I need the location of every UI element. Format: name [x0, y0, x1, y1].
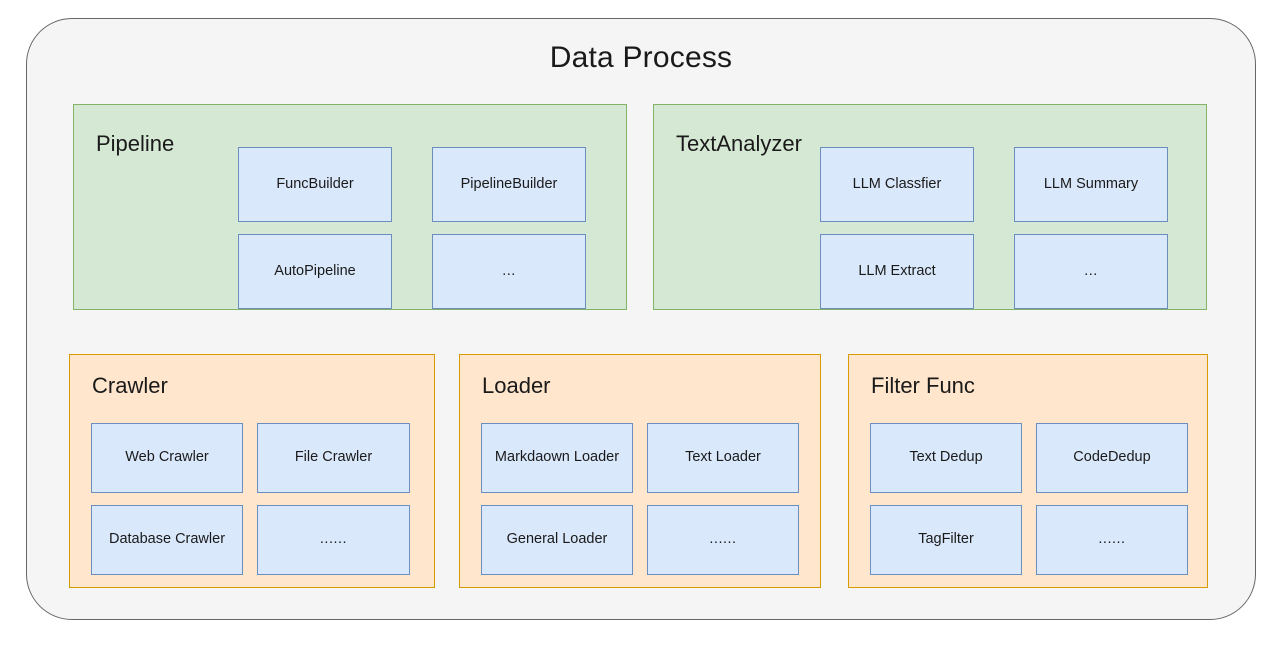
group-title-filter-func: Filter Func — [871, 373, 975, 398]
group-title-loader: Loader — [482, 373, 551, 398]
group-crawler: Crawler Web Crawler File Crawler Databas… — [69, 354, 435, 588]
node-llm-summary[interactable]: LLM Summary — [1014, 147, 1168, 222]
node-funcbuilder[interactable]: FuncBuilder — [238, 147, 392, 222]
node-textanalyzer-more[interactable]: ... — [1014, 234, 1168, 309]
node-loader-more[interactable]: ...... — [647, 505, 799, 575]
node-text-dedup[interactable]: Text Dedup — [870, 423, 1022, 493]
page-title: Data Process — [549, 41, 733, 74]
node-web-crawler[interactable]: Web Crawler — [91, 423, 243, 493]
node-tag-filter[interactable]: TagFilter — [870, 505, 1022, 575]
node-database-crawler[interactable]: Database Crawler — [91, 505, 243, 575]
group-loader: Loader Markdaown Loader Text Loader Gene… — [459, 354, 821, 588]
node-pipelinebuilder[interactable]: PipelineBuilder — [432, 147, 586, 222]
group-filter-func: Filter Func Text Dedup CodeDedup TagFilt… — [848, 354, 1208, 588]
node-markdaown-loader[interactable]: Markdaown Loader — [481, 423, 633, 493]
group-title-pipeline: Pipeline — [96, 131, 175, 156]
group-title-crawler: Crawler — [92, 373, 168, 398]
node-filter-func-more[interactable]: ...... — [1036, 505, 1188, 575]
node-general-loader[interactable]: General Loader — [481, 505, 633, 575]
node-text-loader[interactable]: Text Loader — [647, 423, 799, 493]
node-pipeline-more[interactable]: ... — [432, 234, 586, 309]
node-llm-classfier[interactable]: LLM Classfier — [820, 147, 974, 222]
node-crawler-more[interactable]: ...... — [257, 505, 410, 575]
node-code-dedup[interactable]: CodeDedup — [1036, 423, 1188, 493]
group-title-textanalyzer: TextAnalyzer — [676, 131, 802, 156]
node-llm-extract[interactable]: LLM Extract — [820, 234, 974, 309]
data-process-container: Data Process Pipeline FuncBuilder Pipeli… — [26, 18, 1256, 620]
node-file-crawler[interactable]: File Crawler — [257, 423, 410, 493]
group-textanalyzer: TextAnalyzer LLM Classfier LLM Summary L… — [653, 104, 1207, 310]
group-pipeline: Pipeline FuncBuilder PipelineBuilder Aut… — [73, 104, 627, 310]
node-autopipeline[interactable]: AutoPipeline — [238, 234, 392, 309]
